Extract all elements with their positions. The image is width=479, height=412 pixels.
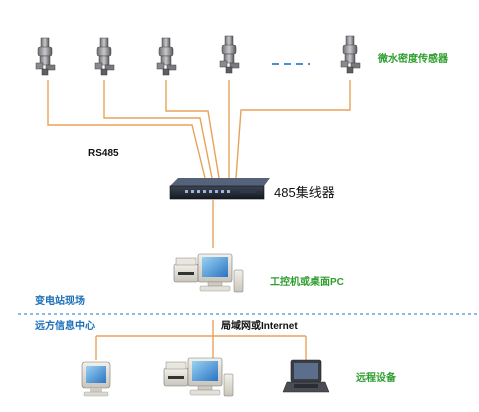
site-label: 变电站现场	[35, 296, 85, 307]
wire-sensor-1	[47, 80, 206, 179]
rs485-label: RS485	[88, 148, 119, 159]
sensor-icon-5	[340, 35, 361, 74]
laptop-icon	[282, 359, 330, 393]
network-label: 局域网或Internet	[221, 321, 298, 332]
workstation-with-printer-icon	[173, 253, 244, 293]
rs485-wires	[47, 80, 351, 360]
sensors-label: 微水密度传感器	[378, 54, 448, 65]
network-hub-icon	[169, 178, 270, 200]
hub-label: 485集线器	[274, 185, 335, 200]
pc-label: 工控机或桌面PC	[270, 277, 344, 288]
sensor-icon-2	[94, 37, 115, 76]
crt-monitor-icon	[81, 361, 111, 397]
sensor-icon-1	[35, 37, 56, 76]
sensor-icon-4	[219, 35, 240, 74]
remote-devices-label: 远程设备	[356, 373, 396, 384]
wire-network-bus	[95, 320, 307, 360]
remote-workstation-icon	[163, 357, 234, 397]
sensor-icon-3	[156, 37, 177, 76]
remote-center-label: 远方信息中心	[35, 321, 95, 332]
wire-sensor-5	[235, 80, 351, 179]
wire-sensor-2	[103, 80, 213, 179]
wire-sensor-3	[165, 80, 220, 179]
